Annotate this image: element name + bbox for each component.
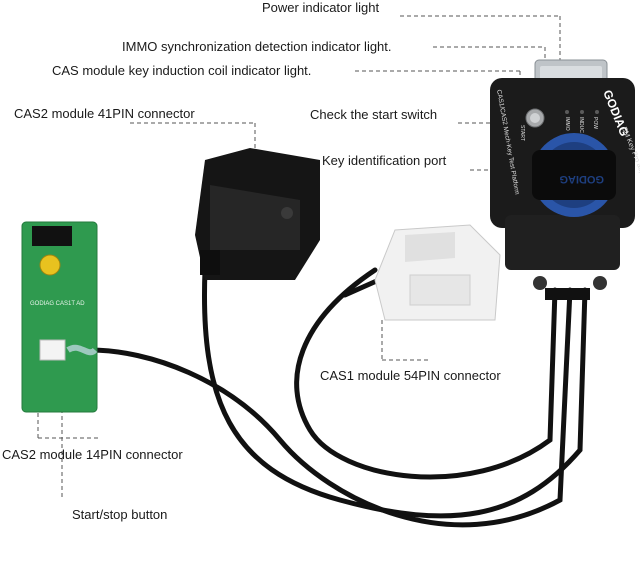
screen-brand: GODIAG: [559, 173, 604, 185]
led-label-pow: POW: [592, 117, 598, 129]
label-check-start: Check the start switch: [310, 107, 438, 122]
cables: [87, 267, 588, 528]
switch-label: START: [519, 125, 525, 141]
label-power-indicator: Power indicator light: [262, 0, 380, 15]
bm-key-pro-adapter: [490, 59, 635, 300]
cas1-54pin-connector: [374, 224, 501, 321]
label-cas1-54pin: CAS1 module 54PIN connector: [320, 368, 501, 383]
label-key-id-port: Key identification port: [322, 153, 447, 168]
label-start-stop: Start/stop button: [72, 507, 168, 522]
label-cas-coil: CAS module key induction coil indicator …: [52, 63, 312, 78]
cas2-41pin-connector: [195, 148, 320, 280]
led-label-induc: INDUC: [578, 117, 584, 133]
pcb-silkscreen: GODIAG CAS1T AD: [30, 301, 85, 307]
label-immo-sync: IMMO synchronization detection indicator…: [122, 39, 392, 54]
cas2-14pin-pcb: [21, 221, 98, 413]
label-cas2-14pin: CAS2 module 14PIN connector: [2, 447, 183, 462]
label-cas2-41pin: CAS2 module 41PIN connector: [14, 106, 195, 121]
led-label-immo: IMMO: [564, 117, 570, 131]
